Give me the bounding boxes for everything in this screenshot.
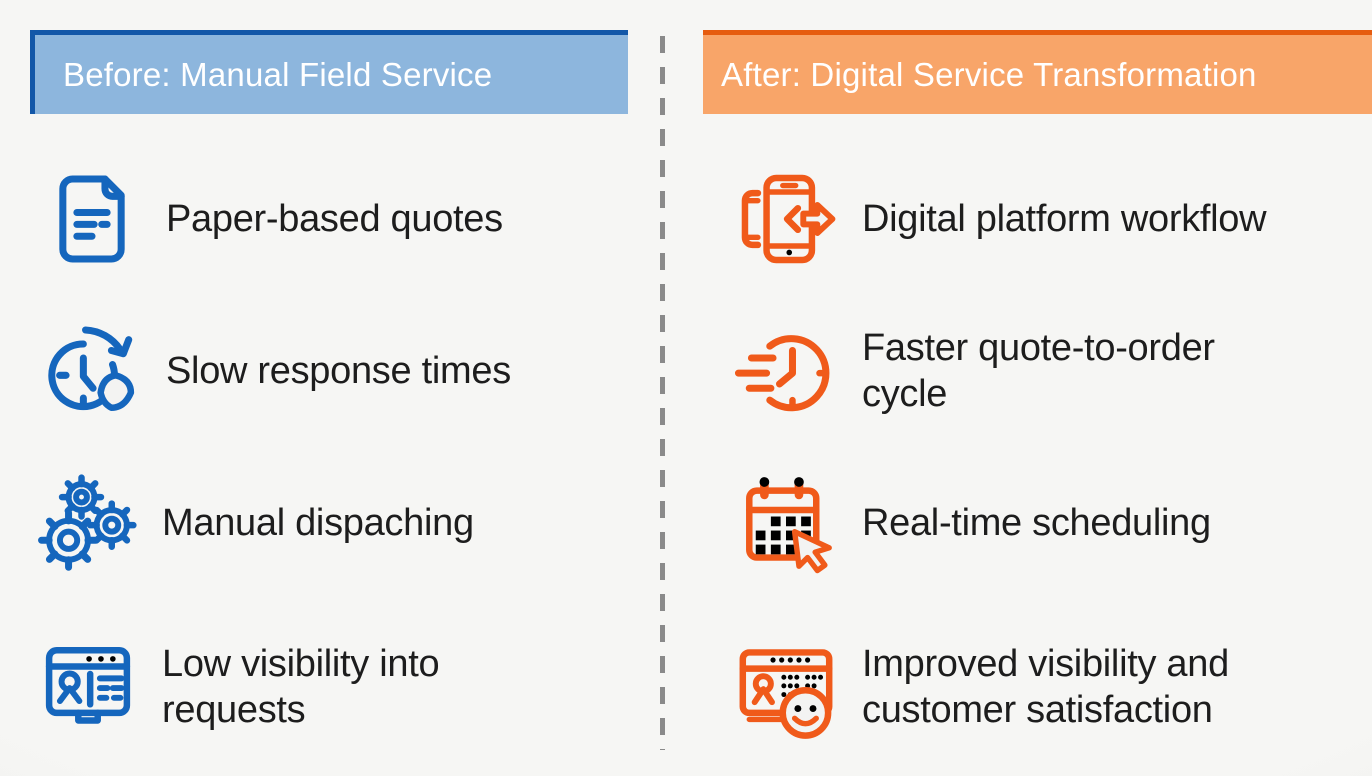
document-icon: [36, 163, 148, 275]
list-item: Improved visibility and customer satisfa…: [730, 628, 1229, 746]
list-item: Manual dispaching: [32, 464, 474, 582]
after-header-label: After: Digital Service Transformation: [721, 55, 1257, 93]
clock-rotate-icon: [36, 315, 148, 427]
list-item: Low visibility into requests: [32, 628, 440, 746]
list-item: Faster quote-to-order cycle: [730, 312, 1215, 430]
after-header: After: Digital Service Transformation: [703, 30, 1372, 114]
list-item: Slow response times: [36, 312, 511, 430]
item-label: Improved visibility and customer satisfa…: [862, 642, 1229, 731]
browser-smiley-icon: [730, 631, 842, 743]
item-label: Paper-based quotes: [166, 197, 503, 240]
fast-clock-icon: [730, 315, 842, 427]
item-label: Digital platform workflow: [862, 197, 1267, 240]
item-label: Low visibility into requests: [162, 642, 440, 731]
dashed-divider: [660, 36, 665, 750]
item-label: Real-time scheduling: [862, 501, 1211, 544]
list-item: Real-time scheduling: [730, 464, 1211, 582]
item-label: Faster quote-to-order cycle: [862, 326, 1215, 415]
item-label: Manual dispaching: [162, 501, 474, 544]
list-item: Paper-based quotes: [36, 160, 503, 278]
phone-transfer-icon: [730, 163, 842, 275]
before-header-label: Before: Manual Field Service: [63, 55, 493, 93]
before-header: Before: Manual Field Service: [30, 30, 628, 114]
calendar-cursor-icon: [730, 467, 842, 579]
gears-icon: [32, 467, 144, 579]
item-label: Slow response times: [166, 349, 511, 392]
monitor-person-icon: [32, 631, 144, 743]
list-item: Digital platform workflow: [730, 160, 1267, 278]
